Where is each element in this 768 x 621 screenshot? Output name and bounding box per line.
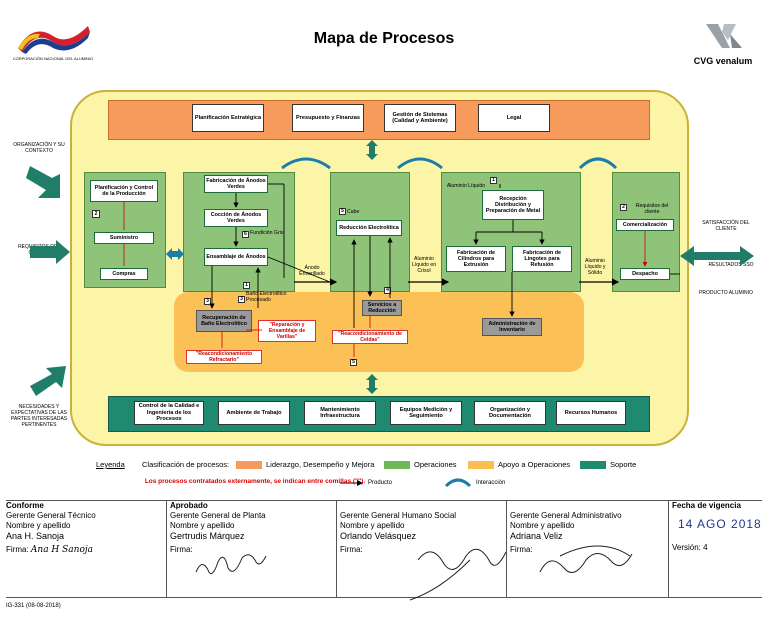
leadership-process: Gestión de Sistemas (Calidad y Ambiente) <box>384 104 456 132</box>
badge: 2 <box>92 210 100 218</box>
cells-process: "Reacondicionamiento de Celdas" <box>332 330 408 344</box>
side-label-satisfaction: SATISFACCIÓN DEL CLIENTE <box>702 220 750 232</box>
planning-process: Planificación y Control de la Producción <box>90 180 158 202</box>
green-anodes-process: Fabricación de Ánodos Verdes <box>204 175 268 193</box>
crucible-flow-label: Aluminio Líquido en Crisol <box>411 256 437 274</box>
dispatch-process: Despacho <box>620 268 670 280</box>
ingots-process: Fabricación de Lingotes para Refusión <box>512 246 572 272</box>
side-label-sso: RESULTADOS SSO <box>708 262 754 268</box>
legend-classification: Clasificación de procesos: <box>142 460 230 469</box>
support-swatch <box>580 461 606 469</box>
legend-product: Producto <box>368 480 393 486</box>
leadership-swatch <box>236 461 262 469</box>
legend-operations: Operaciones <box>414 460 457 469</box>
anode-assembly-process: Ensamblaje de Ánodos <box>204 248 268 266</box>
approval-vigencia: Fecha de vigencia 14 AGO 2018 Versión: 4 <box>672 501 762 552</box>
badge: 2 <box>620 204 627 211</box>
client-requirements-label: Requisitos del cliente <box>635 203 669 215</box>
reduction-services-process: Servicios a Reducción <box>362 300 402 316</box>
electrolytic-reduction-process: Reducción Electrolítica <box>336 220 402 236</box>
badge: 3 <box>204 298 211 305</box>
corporation-logo-text: CORPORACIÓN NACIONAL DEL ALUMINIO <box>12 56 94 61</box>
output-arrow-icon <box>680 246 754 266</box>
cast-iron-label: Fundición Gris <box>250 230 284 236</box>
leadership-process: Planificación Estratégica <box>192 104 264 132</box>
support-process: Ambiente de Trabajo <box>218 401 290 425</box>
legend: Leyenda Clasificación de procesos: Lider… <box>96 460 756 476</box>
corporation-logo: CORPORACIÓN NACIONAL DEL ALUMINIO <box>8 18 98 68</box>
signature: Ana H Sanoja <box>30 545 94 555</box>
metal-reception-process: Recepción Distribución y Preparación de … <box>482 190 544 220</box>
signature-icon <box>409 548 507 601</box>
badge: 1 <box>243 282 250 289</box>
badge: 5 <box>339 208 346 215</box>
badge: 4 <box>384 287 391 294</box>
commercialization-process: Comercialización <box>616 219 674 231</box>
interaction-arc-icon <box>397 157 443 170</box>
side-label-stakeholders: NECESIDADES Y EXPECTATIVAS DE LAS PARTES… <box>10 404 68 428</box>
cylinders-process: Fabricación de Cilindros para Extrusión <box>446 246 506 272</box>
approval-humano: Gerente General Humano Social Nombre y a… <box>336 501 507 597</box>
purchasing-process: Compras <box>100 268 148 280</box>
badge: 1 <box>490 177 497 184</box>
legend-support-ops: Apoyo a Operaciones <box>498 460 571 469</box>
document-code: IG-331 (08-08-2018) <box>6 603 61 609</box>
cabe-label: Cabe <box>347 209 360 215</box>
support-process: Recursos Humanos <box>556 401 626 425</box>
interaction-arc-icon <box>281 157 331 170</box>
anode-baking-process: Cocción de Ánodos Verdes <box>204 209 268 227</box>
support-process: Control de la Calidad e Ingeniería de lo… <box>134 401 204 425</box>
side-label-context: ORGANIZACIÓN Y SU CONTEXTO <box>13 142 65 154</box>
signature-icon <box>195 554 267 575</box>
input-arrow-icon <box>30 366 66 396</box>
interaction-legend-icon <box>444 478 472 488</box>
input-arrow-icon <box>30 240 70 264</box>
badge: 3 <box>238 296 245 303</box>
badge: 5 <box>350 359 357 366</box>
interaction-arrow-icon <box>166 248 184 260</box>
interaction-arc-icon <box>578 157 618 170</box>
liquid-aluminum-label: Aluminio Líquido <box>446 183 486 189</box>
input-arrow-icon <box>26 166 60 198</box>
leadership-process: Legal <box>478 104 550 132</box>
support-ops-swatch <box>468 461 494 469</box>
legend-support: Soporte <box>610 460 637 469</box>
external-note: Los procesos contratados externamente, s… <box>144 478 366 485</box>
refractory-process: "Reacondicionamiento Refractario" <box>186 350 262 364</box>
solid-flow-label: Aluminio Líquido y Sólido <box>584 258 606 276</box>
leadership-process: Presupuesto y Finanzas <box>292 104 364 132</box>
venalum-logo-text: CVG venalum <box>693 56 753 66</box>
support-process: Mantenimiento Infraestructura <box>304 401 376 425</box>
approval-table: Conforme Gerente General Técnico Nombre … <box>6 500 762 598</box>
venalum-mark-icon <box>706 24 742 48</box>
bath-recovery-process: Recuperación de Baño Electrolítico <box>196 310 252 332</box>
badge: 6 <box>242 231 249 238</box>
interaction-arrow-icon <box>366 374 378 394</box>
anode-flow-label: Ánodo Envarillado <box>299 265 325 277</box>
approval-conforme: Conforme Gerente General Técnico Nombre … <box>6 501 167 597</box>
ribbon-logo-icon <box>18 26 90 54</box>
approval-admin: Gerente General Administrativo Nombre y … <box>506 501 669 597</box>
rods-process: "Reparación y Ensamblaje de Varillas" <box>258 320 316 342</box>
signature-icon <box>539 545 633 573</box>
operations-swatch <box>384 461 410 469</box>
supply-process: Suministro <box>94 232 154 244</box>
inventory-process: Administración de Inventario <box>482 318 542 336</box>
legend-leadership: Liderazgo, Desempeño y Mejora <box>266 460 375 469</box>
legend-interaction: Interacción <box>476 480 506 486</box>
page-title: Mapa de Procesos <box>313 30 455 47</box>
support-process: Organización y Documentación <box>474 401 546 425</box>
interaction-arrow-icon <box>366 140 378 160</box>
legend-label: Leyenda <box>96 460 125 469</box>
side-label-product: PRODUCTO ALUMINIO <box>699 290 753 296</box>
approval-aprobado: Aprobado Gerente General de Planta Nombr… <box>166 501 337 597</box>
venalum-logo: CVG venalum <box>688 20 758 70</box>
support-process: Equipos Medición y Seguimiento <box>390 401 462 425</box>
